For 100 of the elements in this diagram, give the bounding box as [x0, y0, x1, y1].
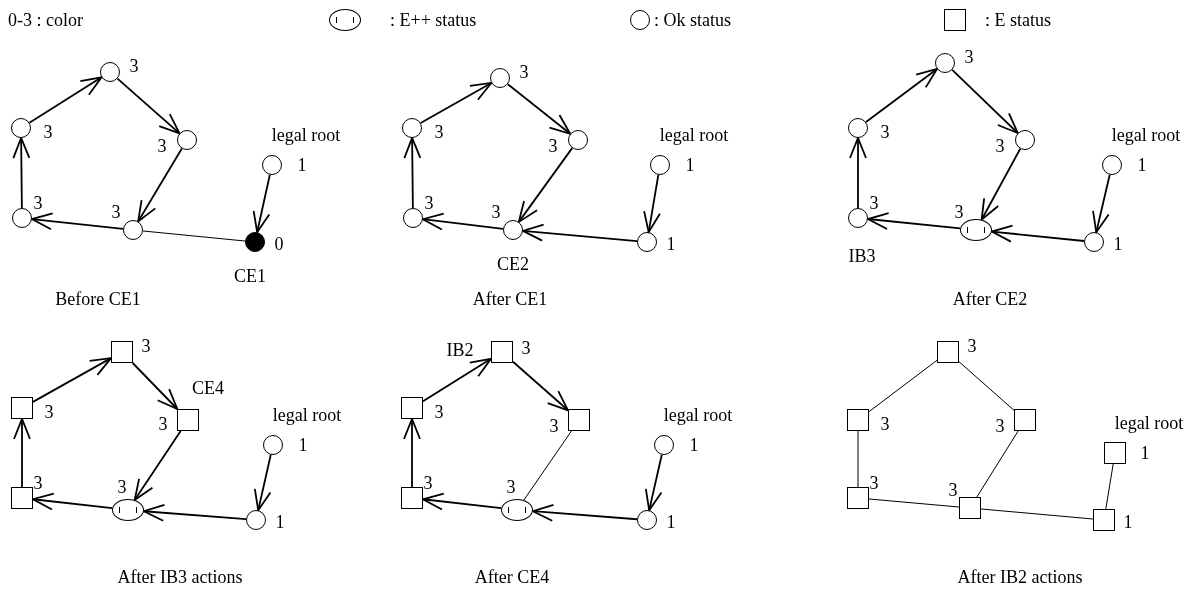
panel-caption: After CE4 — [474, 568, 550, 586]
status-square — [11, 487, 33, 509]
status-circle — [11, 118, 31, 138]
arrow — [32, 492, 114, 511]
connector-line — [868, 359, 938, 413]
status-circle — [177, 130, 197, 150]
node-label: 3 — [141, 337, 151, 355]
arrow — [532, 503, 638, 522]
node-label: 3 — [33, 474, 43, 492]
arrow — [137, 147, 183, 223]
node-label: 3 — [434, 123, 444, 141]
arrow — [849, 137, 867, 209]
arrow — [517, 147, 574, 223]
status-circle — [403, 208, 423, 228]
node-label: 3 — [869, 474, 879, 492]
arrow — [403, 137, 422, 209]
status-square — [401, 487, 423, 509]
node-label: legal root — [1111, 126, 1181, 144]
node-label: 3 — [157, 137, 167, 155]
node-label: 3 — [44, 403, 54, 421]
arrow — [422, 492, 503, 511]
status-ellipse — [112, 499, 144, 521]
panel-caption: After CE2 — [952, 290, 1028, 308]
arrow — [13, 418, 31, 488]
node-label: 3 — [995, 417, 1005, 435]
arrow — [980, 147, 1022, 221]
arrow — [867, 212, 962, 230]
node-label: CE1 — [234, 267, 266, 285]
arrow — [951, 69, 1019, 134]
node-label: 1 — [666, 513, 676, 531]
status-square — [847, 487, 869, 509]
node-label: 3 — [434, 403, 444, 421]
connector-line — [523, 430, 572, 501]
status-square — [568, 409, 590, 431]
node-label: 3 — [491, 203, 501, 221]
connector-line — [1105, 463, 1114, 510]
node-label: 3 — [880, 415, 890, 433]
node-label: legal root — [1114, 414, 1184, 432]
legend-text: : Ok status — [654, 11, 731, 29]
panel-caption: After IB3 actions — [117, 568, 243, 586]
status-circle — [1102, 155, 1122, 175]
status-circle — [1015, 130, 1035, 150]
node-label: 3 — [948, 481, 958, 499]
node-label: 1 — [275, 513, 285, 531]
arrow — [12, 137, 31, 209]
legend-text: 0-3 : color — [8, 11, 83, 29]
node-label: 3 — [33, 194, 43, 212]
status-circle — [246, 510, 266, 530]
node-label: legal root — [663, 406, 733, 424]
node-label: 1 — [689, 436, 699, 454]
node-label: 1 — [1123, 513, 1133, 531]
node-label: 3 — [129, 57, 139, 75]
node-label: IB2 — [446, 341, 474, 359]
arrow — [131, 362, 179, 410]
status-square — [401, 397, 423, 419]
node-label: legal root — [271, 126, 341, 144]
panel-caption: After IB2 actions — [957, 568, 1083, 586]
status-square — [1014, 409, 1036, 431]
status-square — [177, 409, 199, 431]
status-square — [111, 341, 133, 363]
node-label: 1 — [297, 156, 307, 174]
node-label: 3 — [423, 474, 433, 492]
arrow — [31, 212, 124, 231]
connector-line — [868, 498, 960, 508]
connector-line — [142, 230, 246, 242]
status-circle — [935, 53, 955, 73]
arrow — [143, 503, 247, 522]
node-label: 3 — [967, 337, 977, 355]
status-ellipse — [501, 499, 533, 521]
node-label: 3 — [869, 194, 879, 212]
arrow — [865, 68, 938, 123]
status-circle — [1084, 232, 1104, 252]
status-square — [937, 341, 959, 363]
node-label: 3 — [521, 339, 531, 357]
legend-text: : E status — [985, 11, 1051, 29]
status-circle — [568, 130, 588, 150]
arrow — [116, 77, 181, 135]
node-label: CE4 — [192, 379, 224, 397]
connector-line — [857, 430, 859, 488]
filled-dot — [245, 232, 265, 252]
node-label: 3 — [158, 415, 168, 433]
status-circle — [848, 208, 868, 228]
status-circle — [123, 220, 143, 240]
node-label: 3 — [880, 123, 890, 141]
status-circle — [637, 232, 657, 252]
arrow — [32, 357, 112, 403]
status-circle — [402, 118, 422, 138]
arrow — [522, 223, 638, 242]
arrow — [419, 82, 493, 124]
node-label: 3 — [549, 417, 559, 435]
node-label: 3 — [964, 48, 974, 66]
arrow — [28, 76, 103, 124]
node-label: 0 — [274, 235, 284, 253]
status-square — [1104, 442, 1126, 464]
status-square — [959, 497, 981, 519]
node-label: 3 — [506, 478, 516, 496]
status-circle — [503, 220, 523, 240]
status-circle — [848, 118, 868, 138]
status-circle — [637, 510, 657, 530]
arrow — [1092, 173, 1111, 234]
